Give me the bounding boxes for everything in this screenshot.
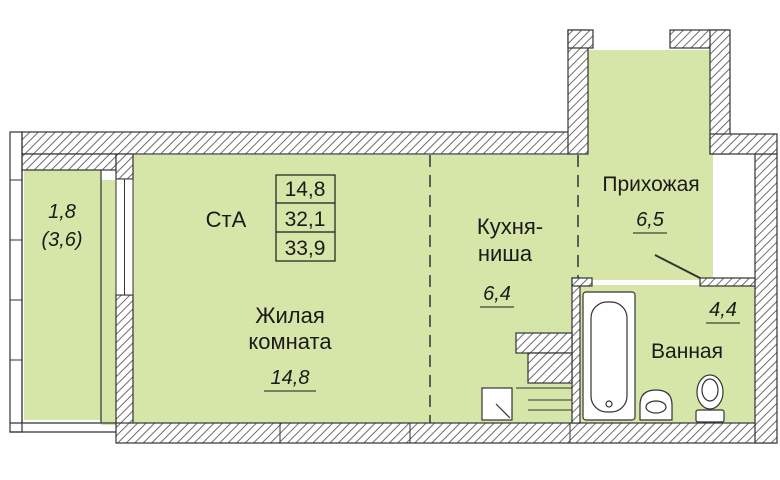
bathroom-area: 4,4 (709, 299, 737, 321)
hallway-floor (578, 50, 713, 280)
kitchen-name-2: ниша (478, 241, 533, 266)
wall-left-inner (115, 153, 134, 180)
wall-bath-left (571, 277, 581, 424)
total-area-value: 32,1 (285, 208, 326, 231)
balcony-area: 1,8 (48, 201, 76, 223)
kitchen-fixture (481, 387, 513, 421)
wall-right-top (709, 133, 778, 155)
ventilation-shaft (515, 332, 573, 354)
ventilation-shaft-2 (527, 352, 573, 384)
hallway-name: Прихожая (602, 173, 699, 196)
living-room-area: 14,8 (271, 367, 310, 389)
wall-bath-top-right (699, 277, 756, 287)
area-summary-box: 14,8 32,1 33,9 (275, 174, 336, 262)
kitchen-counter (516, 387, 572, 411)
wall-hall-top-left (567, 29, 594, 49)
balcony-ticks (10, 179, 22, 361)
wall-top-left (21, 131, 578, 155)
balcony-area-full: (3,6) (41, 229, 82, 251)
balcony-floor (24, 170, 101, 420)
kitchen-name-1: Кухня- (477, 214, 543, 239)
hallway-door-leaf (654, 254, 701, 279)
balcony-frame (9, 131, 116, 433)
bottom-wall-marks (279, 423, 571, 443)
sink (639, 389, 673, 421)
zone-separators (429, 155, 579, 423)
living-room-name-2: комната (248, 329, 332, 354)
kitchen-area: 6,4 (483, 283, 511, 305)
wall-left-lower (115, 294, 134, 426)
total-area-with-balcony-value: 33,9 (285, 237, 326, 260)
living-room-name-1: Жилая (255, 303, 325, 328)
wall-bottom (115, 422, 777, 444)
wall-right (754, 153, 778, 444)
living-area-value: 14,8 (285, 178, 326, 201)
toilet (695, 374, 725, 423)
bathtub (582, 291, 636, 421)
window-left (115, 178, 134, 296)
wall-bath-top (571, 277, 593, 287)
room-fills (24, 50, 768, 425)
main-floor (133, 155, 578, 425)
apartment-type-code: СтА (206, 207, 247, 232)
bathroom-name: Ванная (651, 340, 723, 363)
hallway-area: 6,5 (636, 209, 665, 231)
wall-balcony-top (21, 153, 117, 171)
walls (21, 29, 778, 444)
